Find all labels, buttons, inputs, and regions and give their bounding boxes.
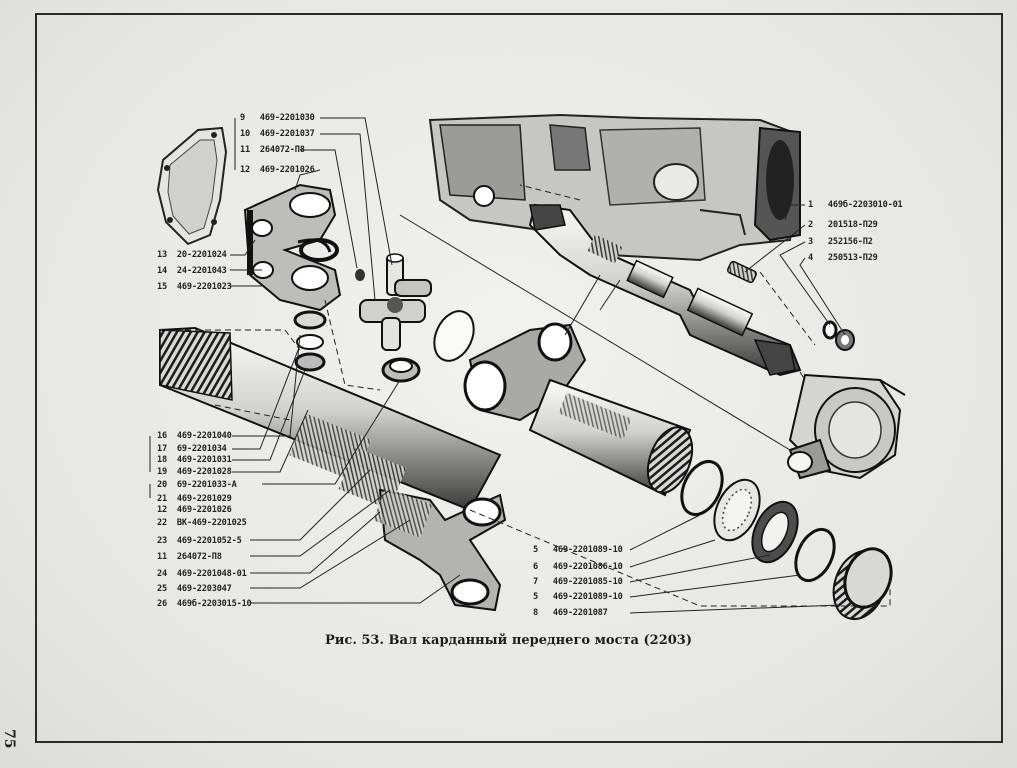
callout-top-left-14: 14 24-2201043 (157, 266, 227, 276)
callout-bottom-5: 5 469-2201089-10 (533, 545, 623, 555)
callout-right-4: 4 250513-П29 (808, 253, 878, 263)
callout-bottom-7: 7 469-2201085-10 (533, 577, 623, 587)
bolt-part (727, 260, 757, 284)
callout-right-3: 3 252156-П2 (808, 237, 873, 247)
leader-lines-top-left (230, 117, 393, 301)
engine-transmission-assembly (428, 113, 802, 262)
callout-mid-left-17: 17 69-2201034 (157, 444, 227, 454)
callout-top-left-13: 13 20-2201024 (157, 250, 227, 260)
callout-bottom-5b: 5 469-2201089-10 (533, 592, 623, 602)
callout-top-left-10: 10 469-2201037 (240, 129, 315, 139)
leader-lines-right (744, 204, 846, 336)
callout-mid-left-22: 22 ВК-469-2201025 (157, 518, 247, 528)
felt-ring (713, 478, 761, 542)
flange-yoke (243, 183, 342, 312)
slip-yoke (463, 322, 694, 497)
callout-mid-left-20: 20 69-2201033-А (157, 480, 237, 490)
callout-right-2: 2 201518-П29 (808, 220, 878, 230)
callout-bottom-6: 6 469-2201086-10 (533, 562, 623, 572)
grease-fitting (355, 269, 365, 281)
callout-right-1: 1 469б-2203010-01 (808, 200, 903, 210)
seal-washer (751, 500, 799, 564)
callout-mid-left-23: 23 469-2201052-5 (157, 536, 242, 546)
callout-top-left-15: 15 469-2201023 (157, 282, 232, 292)
callout-mid-left-12b: 12 469-2201026 (157, 505, 232, 515)
callout-mid-left-26: 26 469б-2203015-10 (157, 599, 252, 609)
leader-lines-mid-left (149, 334, 461, 604)
callout-top-left-11: 11 264072-П8 (240, 145, 305, 155)
dust-disc (433, 310, 475, 362)
washer-part (822, 320, 838, 340)
callout-mid-left-16: 16 469-2201040 (157, 431, 232, 441)
callout-mid-left-21: 21 469-2201029 (157, 494, 232, 504)
weld-yoke (373, 487, 507, 612)
assembly-dashed-lines (165, 184, 891, 607)
snap-ring-2 (794, 527, 836, 583)
projection-lines (399, 214, 791, 451)
callout-mid-left-11b: 11 264072-П8 (157, 552, 222, 562)
callout-top-left-9: 9 469-2201030 (240, 113, 315, 123)
snap-ring (680, 460, 724, 516)
callout-mid-left-24: 24 469-2201048-01 (157, 569, 247, 579)
callout-mid-left-19: 19 469-2201028 (157, 467, 232, 477)
page-number: 75 (1, 729, 17, 749)
front-axle-housing (787, 373, 906, 480)
callout-bottom-8: 8 469-2201087 (533, 608, 608, 618)
splined-shaft (159, 326, 502, 512)
figure-caption: Рис. 53. Вал карданный переднего моста (… (325, 633, 692, 648)
bearing-cup (381, 357, 421, 383)
flange-gasket (156, 126, 228, 246)
callout-mid-left-18: 18 469-2201031 (157, 455, 232, 465)
page-frame (35, 13, 1003, 743)
callout-mid-left-25: 25 469-2203047 (157, 584, 232, 594)
assembled-propeller-shaft (528, 203, 802, 377)
sleeve-cap (832, 547, 893, 620)
seal-ring (299, 238, 339, 262)
callout-top-left-12: 12 469-2201026 (240, 165, 315, 175)
universal-joint-cross (359, 253, 432, 351)
nut-part (835, 329, 855, 351)
